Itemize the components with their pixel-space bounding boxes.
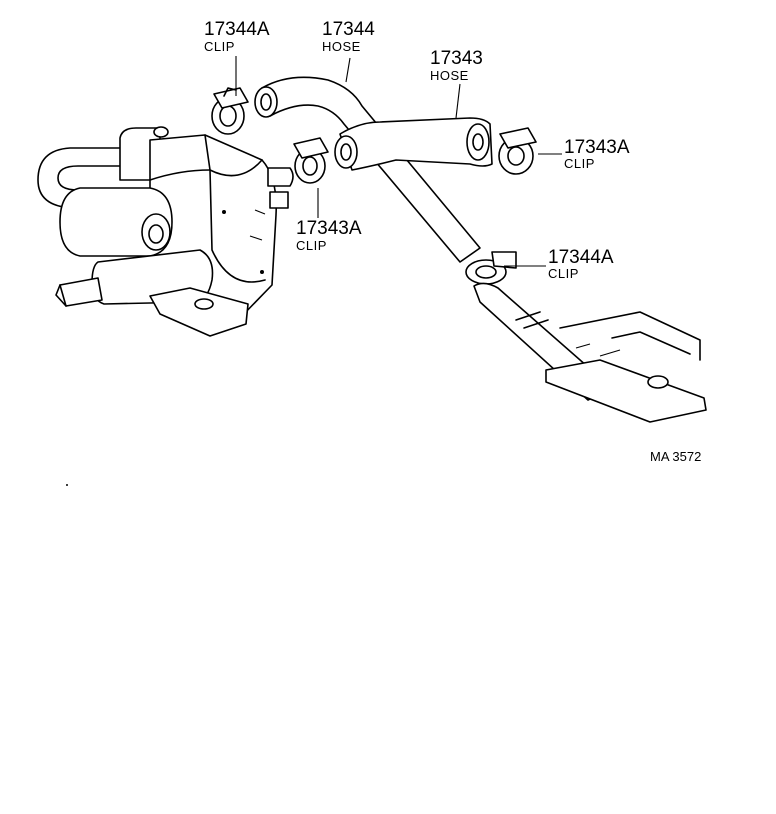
label-17344a-clip-lower: 17344A CLIP: [548, 247, 614, 281]
label-17343a-clip-right: 17343A CLIP: [564, 137, 630, 171]
label-17343-hose: 17343 HOSE: [430, 48, 483, 83]
label-17343-name: HOSE: [430, 68, 469, 83]
label-17343a-mid-number: 17343A: [296, 218, 362, 239]
clip-17343a-right-part: [498, 127, 537, 175]
label-17343a-mid-name: CLIP: [296, 238, 327, 253]
clip-17343a-mid-part: [293, 137, 329, 184]
label-17344a-top-number: 17344A: [204, 19, 270, 40]
diagram-reference-code: MA 3572: [650, 449, 701, 464]
label-17344a-clip-top: 17344A CLIP: [204, 19, 270, 54]
label-17343a-right-number: 17343A: [564, 137, 630, 158]
leader-lines: [235, 56, 562, 267]
lower-pipe-bracket: [473, 282, 707, 423]
label-17344-hose: 17344 HOSE: [322, 19, 375, 54]
label-17343a-clip-mid: 17343A CLIP: [296, 218, 362, 253]
clip-17344a-top-part: [211, 87, 249, 135]
hose-17344: [254, 76, 481, 263]
vacuum-pump-assembly: [37, 126, 294, 337]
label-17344a-lower-number: 17344A: [548, 247, 614, 268]
label-17344a-top-name: CLIP: [204, 39, 235, 54]
stray-dot: [66, 484, 68, 486]
label-17344-name: HOSE: [322, 39, 361, 54]
label-17343-number: 17343: [430, 48, 483, 69]
label-17343a-right-name: CLIP: [564, 156, 595, 171]
label-17344-number: 17344: [322, 19, 375, 40]
clip-17344a-lower-part: [465, 251, 517, 285]
hose-17343: [334, 117, 493, 171]
label-17344a-lower-name: CLIP: [548, 266, 579, 281]
